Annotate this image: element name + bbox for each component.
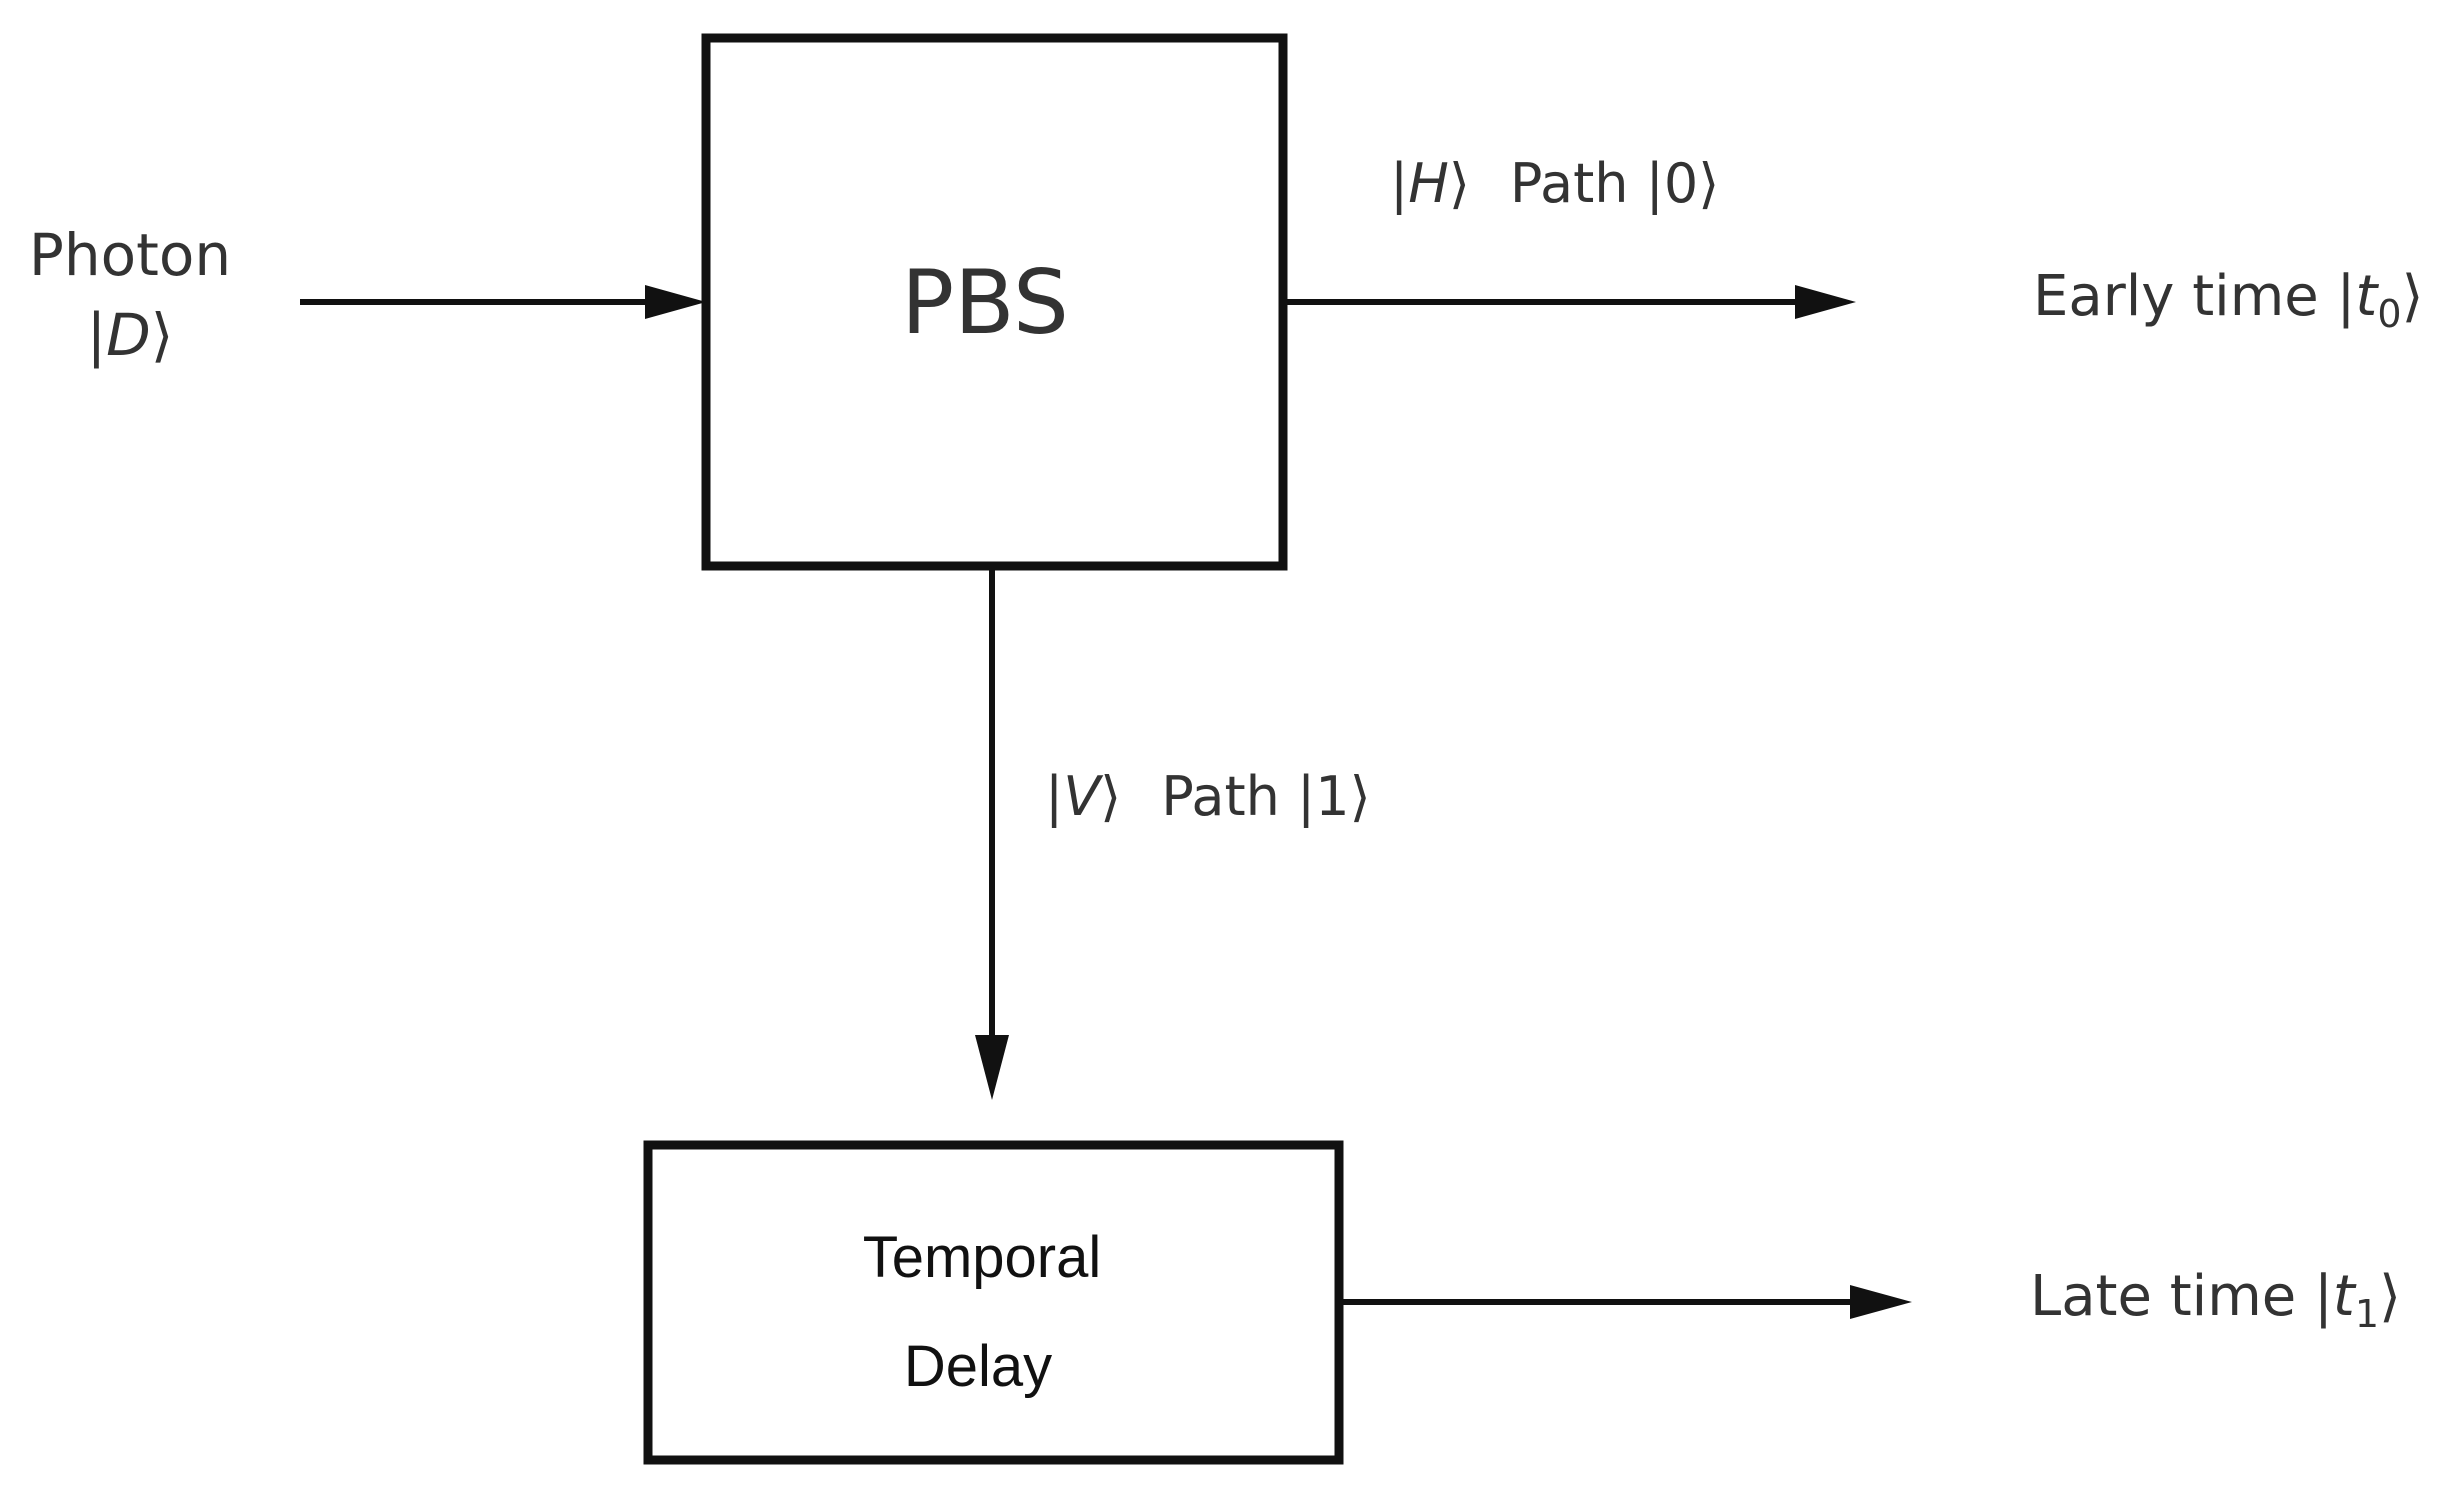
- h-path-arrow-head: [1795, 285, 1856, 319]
- v-path-label: |V⟩ Path |1⟩: [1045, 765, 1371, 828]
- temporal-delay-line2: Delay: [904, 1334, 1052, 1399]
- early-time-var: t: [2355, 264, 2379, 329]
- photon-label: Photon: [29, 221, 231, 289]
- h-ket-close: ⟩: [1449, 152, 1470, 215]
- h-ket-symbol: H: [1408, 152, 1449, 215]
- temporal-delay-line1: Temporal: [863, 1225, 1102, 1290]
- v-ket-close: ⟩: [1100, 765, 1121, 828]
- ket-symbol-d: D: [106, 301, 151, 369]
- late-time-sub: 1: [2355, 1292, 2379, 1336]
- late-time-var: t: [2333, 1264, 2357, 1329]
- early-time-sub: 0: [2377, 292, 2401, 336]
- v-path-arrow-head: [975, 1035, 1009, 1100]
- pbs-label: PBS: [901, 251, 1069, 354]
- v-ket-symbol: V: [1063, 765, 1104, 828]
- temporal-delay-box: [643, 1140, 1344, 1465]
- input-arrow-head: [645, 285, 706, 319]
- late-output-arrow-head: [1850, 1285, 1912, 1319]
- ket-close-bracket: ⟩: [151, 301, 174, 369]
- late-time-label: Late time |t1⟩: [2030, 1264, 2401, 1336]
- h-ket-open: |: [1390, 152, 1408, 215]
- photon-state-ket: |D⟩: [87, 301, 174, 369]
- late-time-close: ⟩: [2379, 1264, 2401, 1329]
- v-path-text: Path |1⟩: [1161, 765, 1370, 828]
- late-time-text: Late time |: [2030, 1264, 2333, 1329]
- h-path-label: |H⟩ Path |0⟩: [1390, 152, 1719, 215]
- v-ket-open: |: [1045, 765, 1063, 828]
- early-time-label: Early time |t0⟩: [2033, 264, 2423, 336]
- h-path-text: Path |0⟩: [1510, 152, 1719, 215]
- early-time-close: ⟩: [2402, 264, 2424, 329]
- early-time-text: Early time |: [2033, 264, 2355, 329]
- ket-open-bar: |: [87, 301, 107, 369]
